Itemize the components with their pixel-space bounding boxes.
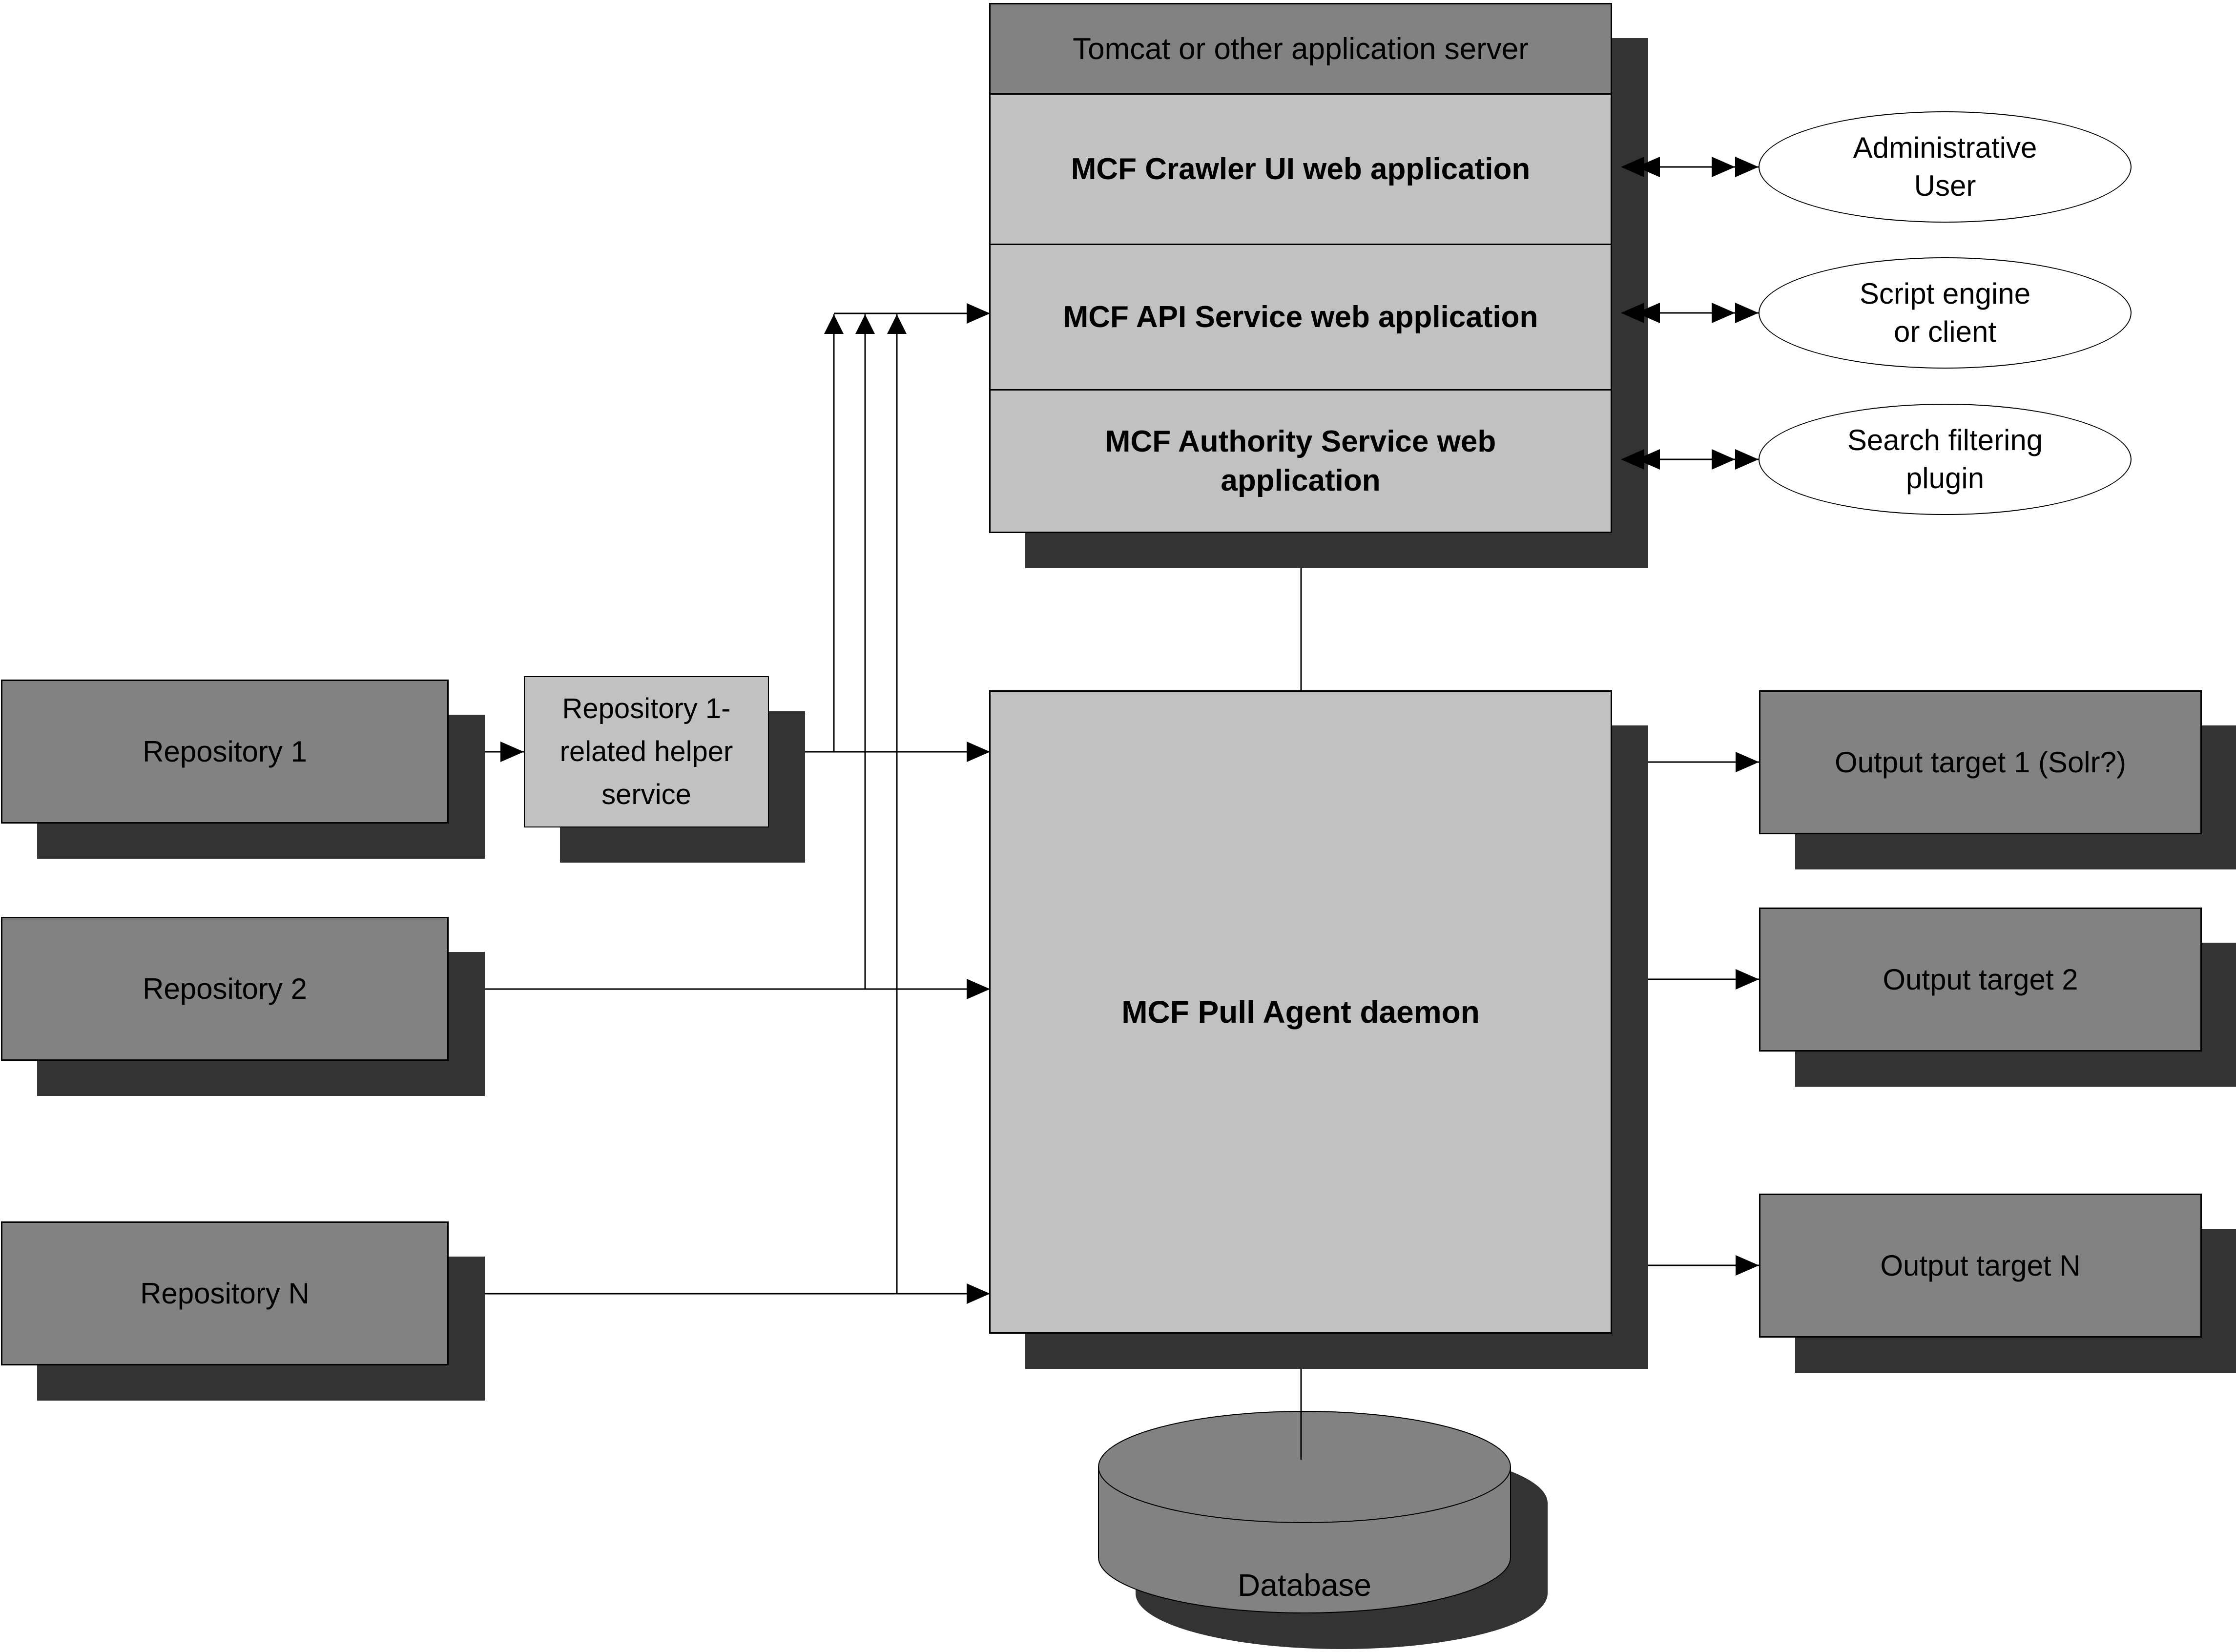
actor-search-plugin-line2: plugin — [1905, 462, 1985, 495]
database-cylinder — [1098, 1334, 1548, 1649]
double-arrow-api-script-engine — [1621, 303, 1759, 323]
actor-administrative-user-line2: User — [1914, 169, 1976, 202]
output-target-n-label: Output target N — [1880, 1249, 2081, 1282]
repository-1-box: Repository 1 — [1, 680, 449, 824]
app-server-title: Tomcat or other application server — [1073, 32, 1529, 66]
output-target-n-box: Output target N — [1759, 1194, 2202, 1338]
repository-2-box: Repository 2 — [1, 917, 449, 1061]
output-target-2-label: Output target 2 — [1883, 963, 2078, 996]
double-arrow-crawler-admin-user — [1621, 157, 1759, 177]
helper-service-line3: service — [601, 779, 691, 810]
arrow-repo1-to-helper — [449, 742, 524, 762]
crawler-ui-label: MCF Crawler UI web application — [1071, 152, 1531, 186]
database-body — [1098, 1411, 1511, 1613]
output-target-1-box: Output target 1 (Solr?) — [1759, 690, 2202, 834]
app-server-header: Tomcat or other application server — [991, 4, 1611, 93]
double-arrow-authority-search-plugin — [1621, 449, 1759, 470]
helper-service-line1: Repository 1- — [562, 693, 731, 724]
pull-agent-label: MCF Pull Agent daemon — [1121, 994, 1480, 1030]
arrow-pull-agent-to-output1 — [1612, 752, 1759, 772]
database-label: Database — [1158, 1567, 1451, 1603]
output-target-1-label: Output target 1 (Solr?) — [1835, 746, 2126, 779]
connector-lines — [449, 303, 1759, 1304]
actor-administrative-user: Administrative User — [1759, 111, 2132, 223]
arrow-pull-agent-to-outputN — [1612, 1255, 1759, 1276]
row-crawler-ui: MCF Crawler UI web application — [991, 93, 1611, 244]
authority-service-label: MCF Authority Service web application — [1105, 424, 1496, 497]
database-label-text: Database — [1238, 1568, 1371, 1603]
actor-script-engine-line2: or client — [1893, 315, 1997, 348]
repository-2-label: Repository 2 — [143, 972, 307, 1005]
arrow-risers-to-api-service — [824, 303, 990, 1294]
actor-search-plugin-line1: Search filtering — [1847, 424, 2043, 456]
repository-1-label: Repository 1 — [143, 735, 307, 768]
output-target-2-box: Output target 2 — [1759, 908, 2202, 1052]
arrow-helper-to-pull-agent — [769, 742, 990, 762]
repository-n-box: Repository N — [1, 1221, 449, 1365]
actor-search-filtering-plugin: Search filtering plugin — [1759, 404, 2132, 515]
helper-service-line2: related helper — [559, 736, 733, 767]
arrow-repo2-to-pull-agent — [449, 979, 990, 999]
api-service-label: MCF API Service web application — [1063, 300, 1538, 334]
actor-script-engine: Script engine or client — [1759, 257, 2132, 369]
repository-n-label: Repository N — [140, 1277, 310, 1310]
row-authority-service: MCF Authority Service web application — [991, 389, 1611, 532]
row-api-service: MCF API Service web application — [991, 244, 1611, 389]
helper-service-box: Repository 1- related helper service — [524, 676, 769, 827]
actor-administrative-user-line1: Administrative — [1853, 131, 2037, 164]
arrow-pull-agent-to-output2 — [1612, 969, 1759, 990]
app-server-box: Tomcat or other application server MCF C… — [989, 3, 1612, 533]
actor-script-engine-line1: Script engine — [1859, 277, 2031, 310]
arrow-repoN-to-pull-agent — [449, 1283, 990, 1304]
pull-agent-box: MCF Pull Agent daemon — [989, 690, 1612, 1334]
